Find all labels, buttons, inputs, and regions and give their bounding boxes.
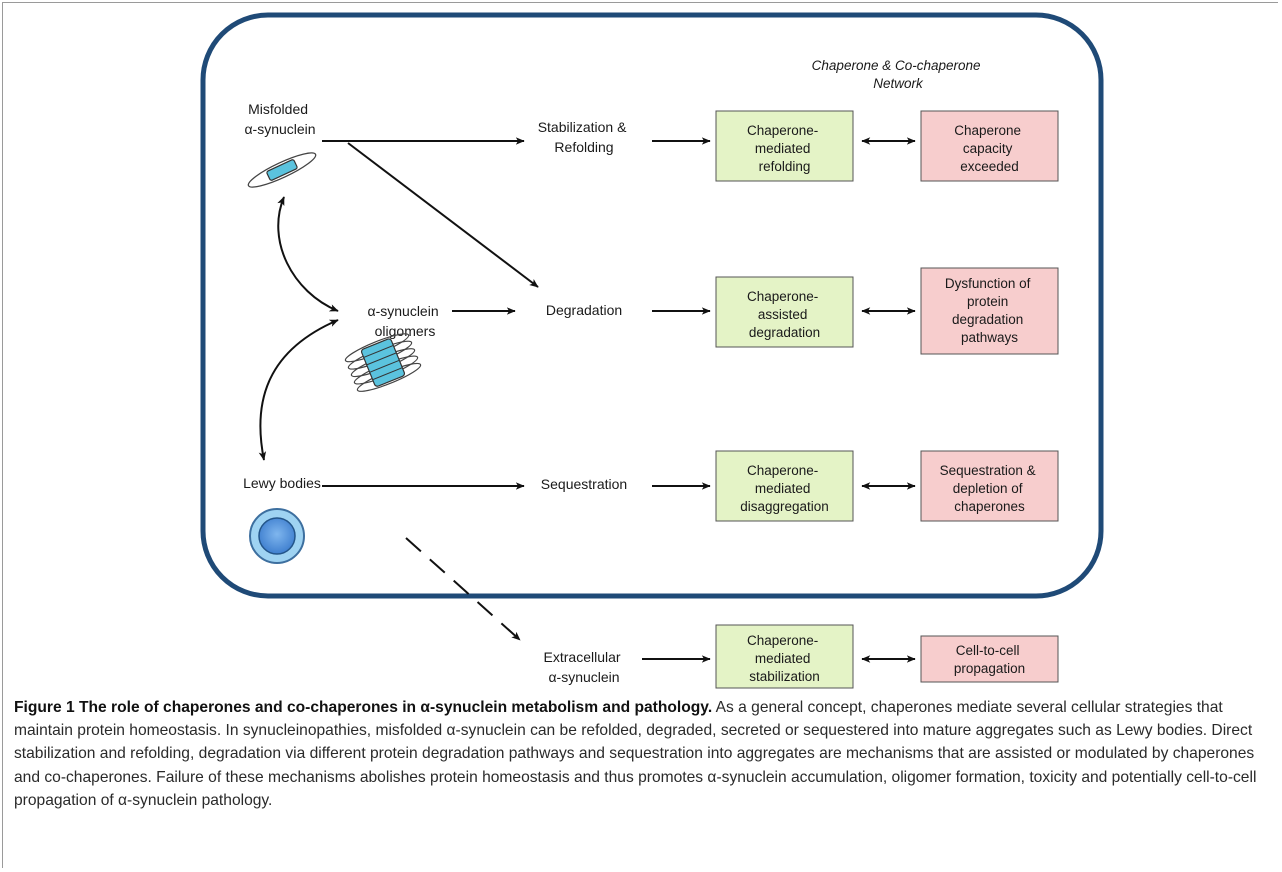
sequestration-label: Sequestration	[541, 476, 627, 492]
caption-body: As a general concept, chaperones mediate…	[14, 699, 1257, 809]
green-box-disaggregation: Chaperone- mediated disaggregation	[715, 450, 854, 522]
svg-text:Sequestration & depletio: Sequestration & depletion of chaperones	[940, 463, 1040, 514]
oligomers-icon	[344, 333, 422, 392]
oligomers-label: α-synuclein oligomers	[367, 303, 442, 339]
arrow-oligomers-lewy-bidirectional	[258, 319, 339, 461]
stabilization-refolding-label: Stabilization & Refolding	[538, 119, 631, 155]
svg-text:Chaperone capacity: Chaperone capacity exceeded	[954, 123, 1025, 174]
green-box-refolding: Chaperone- mediated refolding	[715, 110, 854, 182]
arrow-misfolded-to-degradation	[347, 142, 539, 288]
svg-text:Chaperone- mediated: Chaperone- mediated refolding	[747, 123, 822, 174]
figure-caption: Figure 1 The role of chaperones and co-c…	[14, 696, 1276, 812]
red-box-cell-propagation: Cell-to-cell propagation	[920, 635, 1059, 683]
caption-title: Figure 1 The role of chaperones and co-c…	[14, 699, 713, 716]
misfolded-protein-icon	[247, 152, 317, 188]
arrows	[258, 137, 916, 663]
red-box-degradation-dysfunction: Dysfunction of protein degradation pathw…	[920, 267, 1059, 355]
extracellular-alpha-synuclein-label: Extracellular α-synuclein	[544, 649, 625, 685]
green-box-stabilization: Chaperone- mediated stabilization	[715, 624, 854, 689]
svg-text:Cell-to-cell propagation: Cell-to-cell propagation	[954, 643, 1025, 676]
lewy-bodies-label: Lewy bodies	[243, 475, 321, 491]
green-box-degradation: Chaperone- assisted degradation	[715, 276, 854, 348]
arrow-misfolded-oligomers-bidirectional	[277, 196, 339, 312]
arrow-lewy-to-extracellular-dashed	[405, 537, 521, 641]
svg-text:Chaperone- assisted: Chaperone- assisted degradation	[747, 289, 822, 340]
svg-text:Dysfunction of protein: Dysfunction of protein degradation pathw…	[945, 276, 1034, 345]
red-box-chaperone-depletion: Sequestration & depletion of chaperones	[920, 450, 1059, 522]
pathway-diagram: Chaperone & Co-chaperone Network Misfold…	[200, 12, 1104, 689]
misfolded-alpha-synuclein-label: Misfolded α-synuclein	[244, 101, 315, 137]
lewy-body-icon	[249, 508, 305, 564]
cell-boundary	[200, 12, 1104, 599]
svg-text:Chaperone- mediated: Chaperone- mediated disaggregation	[740, 463, 829, 514]
degradation-label: Degradation	[546, 302, 622, 318]
red-box-capacity-exceeded: Chaperone capacity exceeded	[920, 110, 1059, 182]
network-label: Chaperone & Co-chaperone Network	[812, 58, 985, 91]
svg-text:Chaperone- mediated: Chaperone- mediated stabilization	[747, 633, 822, 684]
